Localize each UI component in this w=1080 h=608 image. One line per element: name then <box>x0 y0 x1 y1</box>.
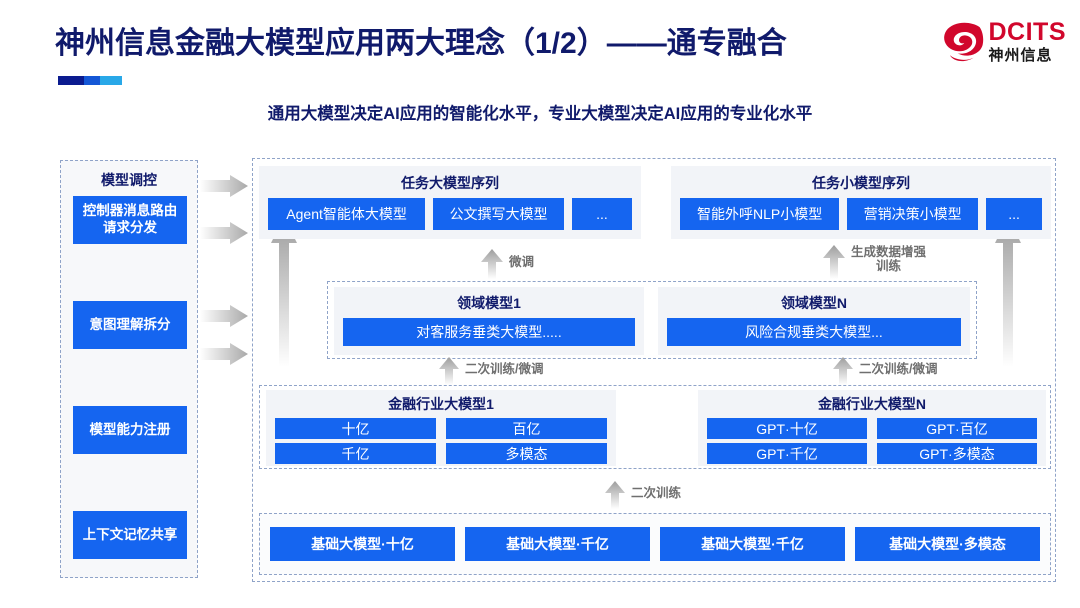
company-logo: DCITS 神州信息 <box>941 20 1067 63</box>
sidebar-item-controller-routing[interactable]: 控制器消息路由请求分发 <box>73 196 187 244</box>
arrow-label-retrain-center: 二次训练 <box>631 486 682 500</box>
finance-model-1-title: 金融行业大模型1 <box>388 396 494 412</box>
chip-task-large-more[interactable]: ... <box>571 198 632 230</box>
group-task-large-models: 任务大模型序列 Agent智能体大模型 公文撰写大模型 ... <box>259 166 641 239</box>
domain-model-1-title: 领域模型1 <box>457 295 521 311</box>
arrow-label-data-augment-line1: 生成数据增强 <box>851 245 927 259</box>
logo-text-cn: 神州信息 <box>988 47 1053 64</box>
chip-agent-large-model[interactable]: Agent智能体大模型 <box>268 198 426 230</box>
finance-model-n-cell-2[interactable]: GPT·百亿 <box>877 418 1037 439</box>
finance-model-n-cell-1[interactable]: GPT·十亿 <box>707 418 867 439</box>
group-domain-models: 领域模型1 对客服务垂类大模型..... 领域模型N 风险合规垂类大模型... <box>327 281 977 359</box>
sidebar-item-capability-registry[interactable]: 模型能力注册 <box>73 406 187 454</box>
base-model-chip-2[interactable]: 基础大模型·千亿 <box>465 527 650 561</box>
sidebar-title: 模型调控 <box>101 172 157 188</box>
chip-document-writing-model[interactable]: 公文撰写大模型 <box>433 198 564 230</box>
arrow-label-data-augment: 生成数据增强 训练 <box>851 245 926 274</box>
sidebar-item-context-memory[interactable]: 上下文记忆共享 <box>73 511 187 559</box>
title-underline-bar <box>58 76 122 85</box>
sidebar-item-intent-parsing[interactable]: 意图理解拆分 <box>73 301 187 349</box>
domain-model-1-chip[interactable]: 对客服务垂类大模型..... <box>343 318 635 346</box>
arrow-label-fine-tune: 微调 <box>509 255 535 269</box>
page-title: 神州信息金融大模型应用两大理念（1/2）——通专融合 <box>55 27 787 60</box>
sidebar-model-control: 模型调控 控制器消息路由请求分发 意图理解拆分 模型能力注册 上下文记忆共享 <box>60 160 198 578</box>
domain-model-n-chip[interactable]: 风险合规垂类大模型... <box>667 318 961 346</box>
chip-outbound-nlp-model[interactable]: 智能外呼NLP小模型 <box>680 198 840 230</box>
base-model-row: 基础大模型·十亿 基础大模型·千亿 基础大模型·千亿 基础大模型·多模态 <box>260 514 1050 561</box>
arrow-label-data-augment-line2: 训练 <box>876 259 902 274</box>
logo-text-en: DCITS <box>988 18 1066 46</box>
finance-model-n: 金融行业大模型N GPT·十亿 GPT·百亿 GPT·千亿 GPT·多模态 <box>698 390 1046 466</box>
group-title-task-small: 任务小模型序列 <box>812 175 910 191</box>
chip-task-small-more[interactable]: ... <box>986 198 1043 230</box>
group-title-task-large: 任务大模型序列 <box>401 175 499 191</box>
base-model-chip-3[interactable]: 基础大模型·千亿 <box>660 527 845 561</box>
domain-model-1: 领域模型1 对客服务垂类大模型..... <box>334 287 644 355</box>
page-subtitle: 通用大模型决定AI应用的智能化水平，专业大模型决定AI应用的专业化水平 <box>267 105 813 123</box>
flow-arrow-retrain-center <box>605 481 625 509</box>
finance-model-1: 金融行业大模型1 十亿 百亿 千亿 多模态 <box>266 390 616 466</box>
finance-model-1-grid: 十亿 百亿 千亿 多模态 <box>266 414 616 464</box>
finance-model-n-grid: GPT·十亿 GPT·百亿 GPT·千亿 GPT·多模态 <box>698 414 1046 464</box>
base-model-chip-4[interactable]: 基础大模型·多模态 <box>855 527 1040 561</box>
finance-model-n-title: 金融行业大模型N <box>817 396 927 412</box>
chip-row-task-small: 智能外呼NLP小模型 营销决策小模型 ... <box>671 198 1051 239</box>
flow-arrow-fine-tune <box>481 249 503 279</box>
chip-marketing-decision-model[interactable]: 营销决策小模型 <box>847 198 979 230</box>
base-model-chip-1[interactable]: 基础大模型·十亿 <box>270 527 455 561</box>
flow-arrow-retrain-tune-left <box>439 357 459 385</box>
flow-arrow-retrain-tune-right <box>833 357 853 385</box>
connector-arrow-right-3 <box>200 305 248 327</box>
domain-model-n: 领域模型N 风险合规垂类大模型... <box>658 287 970 355</box>
chip-row-task-large: Agent智能体大模型 公文撰写大模型 ... <box>259 198 641 239</box>
domain-model-n-title: 领域模型N <box>780 295 848 311</box>
finance-model-1-cell-1[interactable]: 十亿 <box>275 418 436 439</box>
finance-model-n-cell-4[interactable]: GPT·多模态 <box>877 443 1037 464</box>
flow-arrow-long-left <box>271 217 297 367</box>
group-finance-industry-models: 金融行业大模型1 十亿 百亿 千亿 多模态 金融行业大模型N GPT·十亿 GP… <box>259 385 1051 469</box>
group-base-models: 基础大模型·十亿 基础大模型·千亿 基础大模型·千亿 基础大模型·多模态 <box>259 513 1051 575</box>
flow-arrow-long-right <box>995 217 1021 367</box>
connector-arrow-right-2 <box>200 222 248 244</box>
group-task-small-models: 任务小模型序列 智能外呼NLP小模型 营销决策小模型 ... <box>671 166 1051 239</box>
architecture-panel: 微调 生成数据增强 训练 任务大模型序列 Agent智能体大模型 公文撰写大模型… <box>252 158 1056 582</box>
finance-model-1-cell-3[interactable]: 千亿 <box>275 443 436 464</box>
arrow-label-retrain-tune-left: 二次训练/微调 <box>465 362 544 376</box>
finance-model-n-cell-3[interactable]: GPT·千亿 <box>707 443 867 464</box>
arrow-label-retrain-tune-right: 二次训练/微调 <box>859 362 938 376</box>
connector-arrow-right-1 <box>200 175 248 197</box>
dcits-swirl-icon <box>943 22 983 61</box>
flow-arrow-data-augment <box>823 245 845 279</box>
finance-model-1-cell-2[interactable]: 百亿 <box>446 418 607 439</box>
finance-model-1-cell-4[interactable]: 多模态 <box>446 443 607 464</box>
connector-arrow-right-4 <box>200 343 248 365</box>
